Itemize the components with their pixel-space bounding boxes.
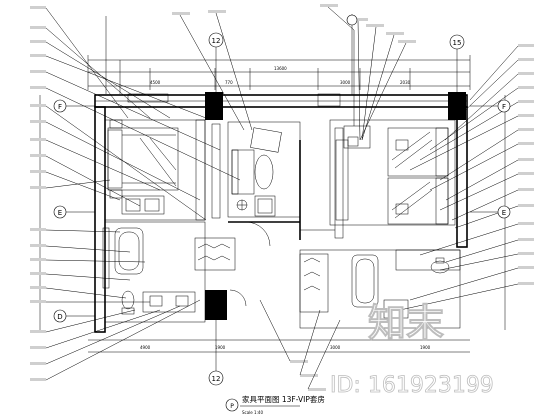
grid-axis-12-bottom: [208, 370, 224, 386]
vanity-left: [142, 291, 196, 313]
dimension-top-3: 3000: [340, 80, 351, 85]
title-symbol: [225, 398, 239, 412]
dimension-bottom-3: 3000: [330, 345, 341, 350]
grid-axis-F-right: [497, 99, 511, 113]
dimension-bottom-1: 4900: [140, 345, 151, 350]
svg-text:12: 12: [212, 375, 221, 383]
watermark-id: ID: 161923199: [330, 373, 494, 398]
bench-left: [121, 195, 165, 215]
callouts-bottom: [259, 299, 341, 391]
svg-text:15: 15: [453, 39, 462, 47]
dimension-top-2: 770: [225, 80, 233, 85]
svg-text:E: E: [502, 209, 506, 217]
grid-axis-markers: 12 15 F F E E D 12: [53, 14, 511, 386]
callouts-left: [30, 6, 241, 381]
bedroom-left: [104, 119, 206, 221]
bed-right-1: [387, 127, 449, 177]
svg-text:F: F: [502, 103, 506, 111]
drawing-title: 家具平面图 13F-VIP套房: [242, 394, 325, 404]
toilet-right: [430, 260, 450, 274]
bed-right-2: [387, 177, 449, 225]
drawing-scale: Scale 1:40: [242, 410, 263, 415]
structural-column-1: [205, 92, 223, 120]
dimension-overall: 13600: [274, 66, 287, 71]
callouts-top: [105, 4, 416, 141]
toilet-left: [121, 290, 135, 310]
title-block: P 家具平面图 13F-VIP套房 Scale 1:40: [225, 394, 325, 415]
section-marker-top: [346, 14, 358, 26]
dimension-top-1: 4500: [150, 80, 161, 85]
structural-column-3: [205, 290, 227, 320]
dimension-bottom-4: 1900: [420, 345, 431, 350]
title-symbol-letter: P: [230, 403, 234, 410]
structural-column-2: [448, 92, 466, 120]
callouts-right: [399, 44, 534, 311]
partitions: [228, 127, 344, 307]
bedroom-right: [329, 119, 456, 226]
svg-text:12: 12: [212, 37, 221, 45]
grid-axis-15: [449, 34, 465, 50]
wardrobe-left: [194, 237, 236, 271]
grid-axis-E-left: [53, 205, 67, 219]
bathtub-right: [351, 254, 379, 308]
dimension-bottom-2: 1900: [215, 345, 226, 350]
grid-axis-F-left: [53, 99, 67, 113]
coffee-table: [254, 154, 274, 190]
grid-axis-E-right: [497, 205, 511, 219]
svg-text:F: F: [58, 103, 62, 111]
wardrobe-right: [299, 253, 329, 313]
watermark-logo: 知末: [368, 301, 444, 345]
watermark: 知末 ID: 161923199: [330, 301, 495, 399]
exterior-walls: [94, 92, 468, 333]
svg-text:E: E: [58, 209, 62, 217]
armchair: [254, 195, 276, 217]
grid-axis-D-left: [53, 309, 67, 323]
grid-axis-12-top: [208, 32, 224, 48]
desk-right: [343, 125, 371, 149]
living-area: [211, 121, 301, 219]
svg-text:D: D: [57, 313, 62, 321]
sofa-centre: [231, 149, 255, 195]
dimension-top-4: 2030: [400, 80, 411, 85]
bathroom-right: [299, 249, 461, 329]
